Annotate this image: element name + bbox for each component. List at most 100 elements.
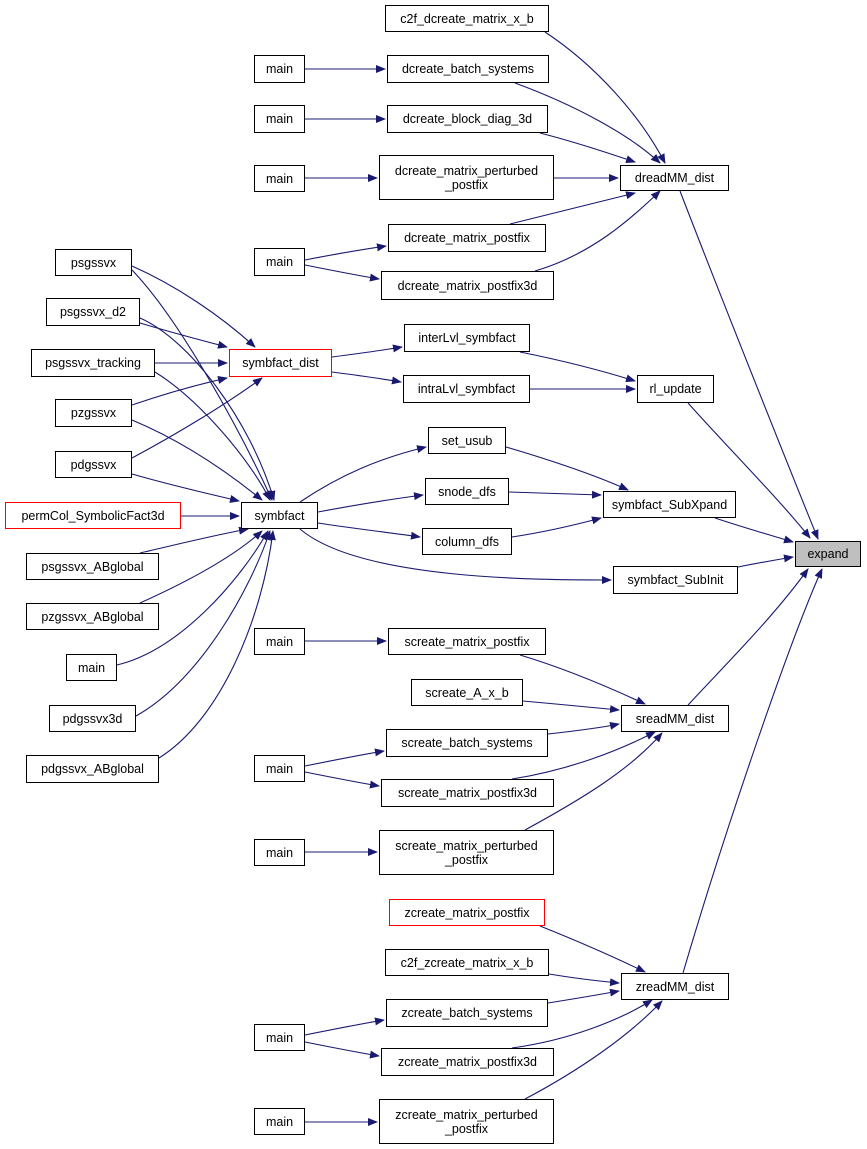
node-symbfact-subinit[interactable]: symbfact_SubInit <box>613 566 738 594</box>
node-main-screate-perturbed[interactable]: main <box>254 839 305 866</box>
edge-dpostfix3d-dreadmm <box>534 190 661 272</box>
edge-main-dpostfix <box>304 243 387 261</box>
node-screate-batch-systems[interactable]: screate_batch_systems <box>386 729 548 757</box>
edge-c2fz-zreadmm <box>548 973 620 987</box>
node-psgssvx-d2[interactable]: psgssvx_d2 <box>46 298 140 326</box>
edge-rlupdate-expand <box>687 402 811 539</box>
node-column-dfs[interactable]: column_dfs <box>422 528 512 555</box>
edge-psgssvxabg-symbfact <box>139 526 249 554</box>
node-zcreate-batch-systems[interactable]: zcreate_batch_systems <box>386 999 548 1027</box>
node-main-dcreate-postfix[interactable]: main <box>254 248 305 276</box>
node-main-screate-batch[interactable]: main <box>254 755 305 782</box>
edge-spostfix3d-sreadmm <box>511 731 656 780</box>
node-c2f-zcreate-matrix-x-b[interactable]: c2f_zcreate_matrix_x_b <box>385 949 549 976</box>
node-symbfact-subxpand[interactable]: symbfact_SubXpand <box>603 491 736 518</box>
edge-symbdist-intra <box>331 371 402 385</box>
edge-snodedfs-subxpand <box>508 490 602 499</box>
node-screate-matrix-perturbed-postfix[interactable]: screate_matrix_perturbed _postfix <box>379 830 554 875</box>
edge-subinit-expand <box>737 554 794 568</box>
node-pzgssvx-abglobal[interactable]: pzgssvx_ABglobal <box>26 603 159 630</box>
edge-setusub-subxpand <box>505 446 629 491</box>
edge-psgssvxd2-symbfact <box>139 317 276 501</box>
edge-zperturbed-zreadmm <box>524 1000 663 1100</box>
node-interlvl-symbfact[interactable]: interLvl_symbfact <box>404 324 530 352</box>
node-psgssvx-abglobal[interactable]: psgssvx_ABglobal <box>26 553 159 580</box>
node-dreadmm-dist[interactable]: dreadMM_dist <box>620 165 729 191</box>
node-snode-dfs[interactable]: snode_dfs <box>425 478 509 505</box>
edge-zbatch-zreadmm <box>547 988 620 1004</box>
edge-sreadmm-expand <box>687 568 809 706</box>
node-pdgssvx[interactable]: pdgssvx <box>55 451 132 478</box>
edge-dreadmm-expand <box>679 190 819 540</box>
edge-zreadmm-expand <box>682 568 823 974</box>
node-zcreate-matrix-postfix3d[interactable]: zcreate_matrix_postfix3d <box>381 1048 554 1076</box>
node-symbfact[interactable]: symbfact <box>241 502 318 529</box>
node-main-dcreate-perturbed[interactable]: main <box>254 165 305 192</box>
edge-main-zbatch <box>304 1017 385 1036</box>
node-c2f-dcreate-matrix-x-b[interactable]: c2f_dcreate_matrix_x_b <box>385 5 549 32</box>
node-pdgssvx3d[interactable]: pdgssvx3d <box>49 705 136 732</box>
node-expand: expand <box>795 541 861 567</box>
edge-columndfs-subxpand <box>511 516 602 538</box>
node-dcreate-matrix-postfix[interactable]: dcreate_matrix_postfix <box>388 224 546 252</box>
node-main-screate-postfix[interactable]: main <box>254 628 305 655</box>
edge-main-symbfact <box>116 530 269 666</box>
edge-pzgssvxabg-symbfact <box>139 530 263 604</box>
edge-pzgssvx-symbdist <box>131 376 228 406</box>
edge-dbatch-dreadmm <box>514 82 661 164</box>
edge-zpostfix-zreadmm <box>539 925 646 973</box>
edge-dpostfix-dreadmm <box>509 191 636 225</box>
edge-psgssvxd2-symbdist <box>139 322 228 349</box>
node-screate-matrix-postfix[interactable]: screate_matrix_postfix <box>388 628 546 655</box>
node-dcreate-block-diag-3d[interactable]: dcreate_block_diag_3d <box>387 105 548 133</box>
edge-symbfact-columndfs <box>317 522 421 540</box>
edge-pzgssvx-symbfact <box>131 419 263 501</box>
node-rl-update[interactable]: rl_update <box>637 375 714 403</box>
node-dcreate-matrix-perturbed-postfix[interactable]: dcreate_matrix_perturbed _postfix <box>379 155 554 200</box>
node-symbfact-dist[interactable]: symbfact_dist <box>229 349 332 377</box>
node-zreadmm-dist[interactable]: zreadMM_dist <box>621 973 729 1000</box>
node-set-usub[interactable]: set_usub <box>428 427 506 454</box>
edge-pdgssvxabg-symbfact <box>158 530 276 759</box>
edge-main-sbatch <box>304 748 385 767</box>
edge-psgssvx-symbfact <box>131 269 273 501</box>
edge-main-dpostfix3d <box>304 264 380 282</box>
node-main-zcreate-perturbed[interactable]: main <box>254 1108 305 1135</box>
edge-subxpand-expand <box>714 517 794 544</box>
edge-pdgssvx-symbdist <box>131 377 263 459</box>
edge-sbatch-sreadmm <box>547 721 620 735</box>
node-permcol-symbolicfact3d[interactable]: permCol_SymbolicFact3d <box>5 502 181 529</box>
node-pzgssvx[interactable]: pzgssvx <box>55 399 132 427</box>
node-screate-matrix-postfix3d[interactable]: screate_matrix_postfix3d <box>381 779 554 807</box>
edges <box>116 31 823 1126</box>
node-psgssvx[interactable]: psgssvx <box>55 249 132 276</box>
node-sreadmm-dist[interactable]: sreadMM_dist <box>621 705 729 732</box>
edge-dblock-dreadmm <box>539 132 636 163</box>
node-intralvl-symbfact[interactable]: intraLvl_symbfact <box>403 375 530 403</box>
edge-pdgssvx-symbfact <box>131 473 240 503</box>
edge-c2fd-dreadmm <box>544 31 666 164</box>
node-screate-a-x-b[interactable]: screate_A_x_b <box>411 679 523 706</box>
edge-saxb-sreadmm <box>522 700 620 714</box>
edge-inter-rlupdate <box>519 351 636 383</box>
node-main-zcreate-batch[interactable]: main <box>254 1024 305 1051</box>
node-zcreate-matrix-perturbed-postfix[interactable]: zcreate_matrix_perturbed _postfix <box>379 1099 554 1144</box>
edge-symbfact-subinit <box>299 528 612 584</box>
node-dcreate-batch-systems[interactable]: dcreate_batch_systems <box>387 55 549 83</box>
node-pdgssvx-abglobal[interactable]: pdgssvx_ABglobal <box>26 755 159 783</box>
edge-zpostfix3d-zreadmm <box>511 999 653 1049</box>
node-main-symbfact[interactable]: main <box>66 654 117 681</box>
edge-sperturbed-sreadmm <box>524 732 663 831</box>
node-dcreate-matrix-postfix3d[interactable]: dcreate_matrix_postfix3d <box>381 271 554 300</box>
edge-main-zpostfix3d <box>304 1041 380 1059</box>
edge-pdgssvx3d-symbfact <box>135 530 271 717</box>
edge-symbfact-setusub <box>299 445 427 503</box>
node-psgssvx-tracking[interactable]: psgssvx_tracking <box>31 349 155 377</box>
node-main-dcreate-block[interactable]: main <box>254 105 305 133</box>
edge-psgssvx-symbdist <box>131 265 256 348</box>
edge-main-spostfix3d <box>304 771 380 789</box>
node-main-dcreate-batch[interactable]: main <box>254 55 305 83</box>
edge-spostfix-sreadmm <box>519 654 646 705</box>
node-zcreate-matrix-postfix[interactable]: zcreate_matrix_postfix <box>389 899 545 926</box>
